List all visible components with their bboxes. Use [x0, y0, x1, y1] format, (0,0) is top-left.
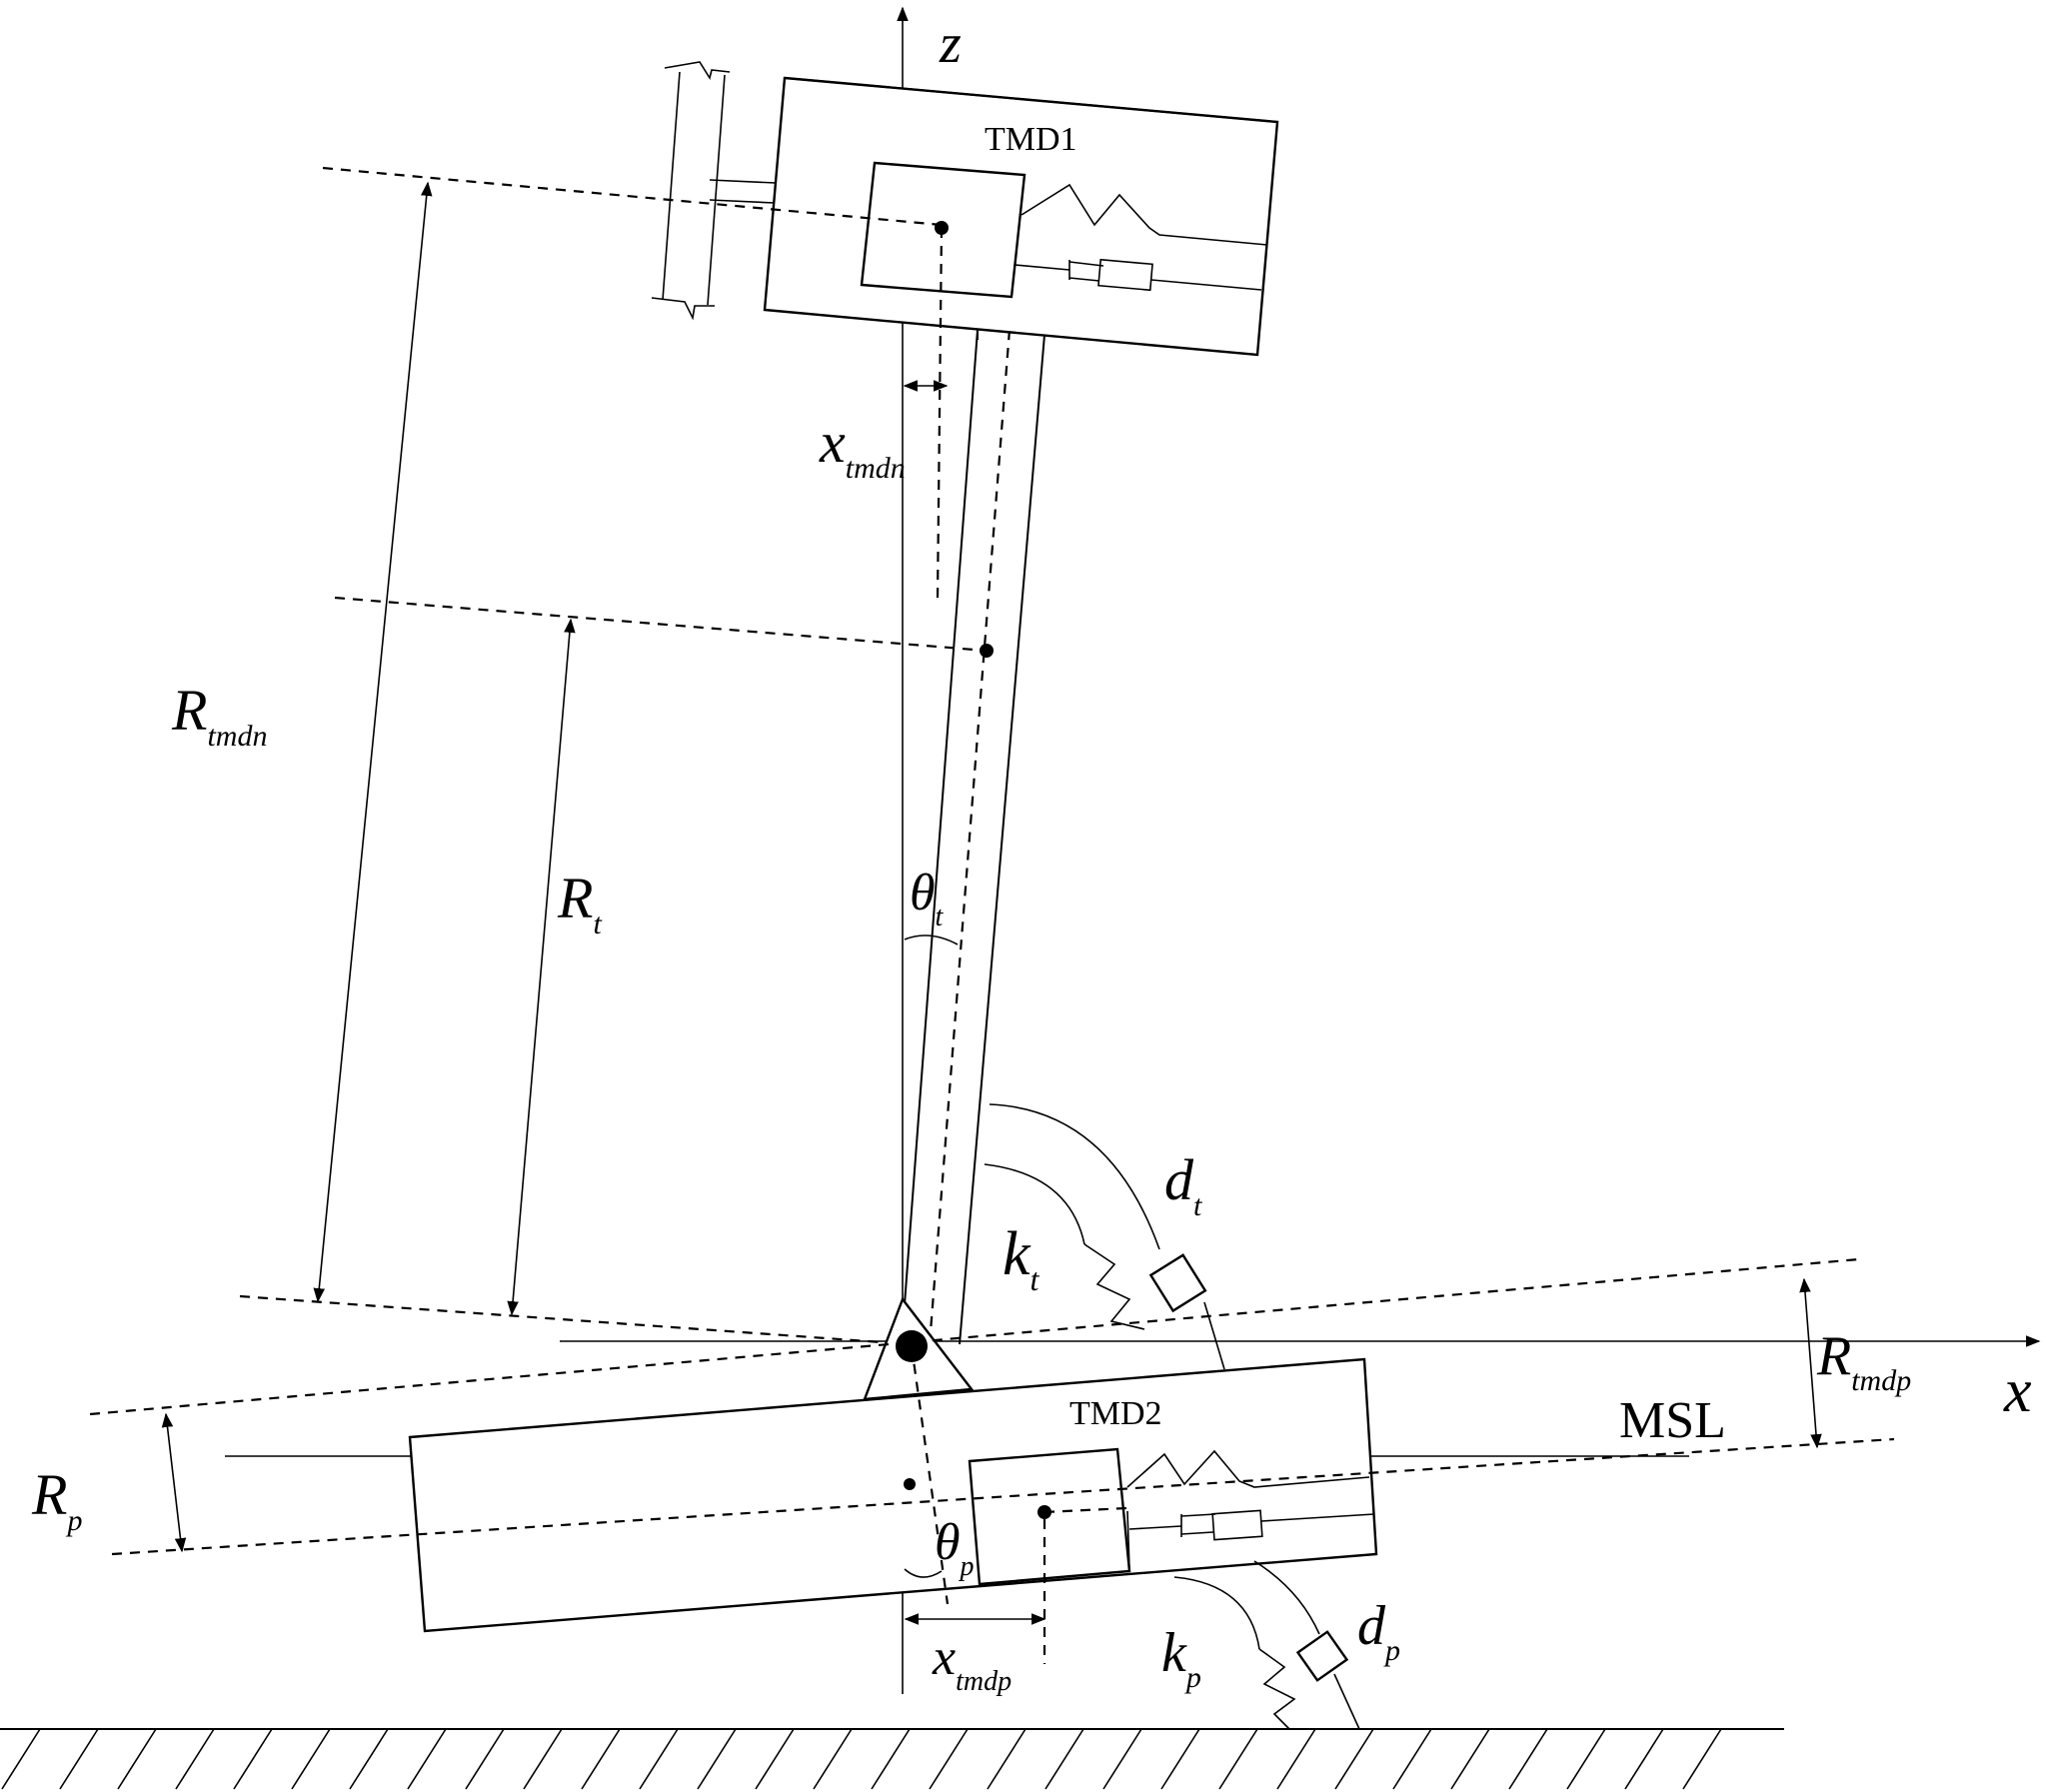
ground-hatch-mark	[175, 1728, 215, 1790]
ground-hatch-mark	[871, 1728, 911, 1790]
ground-hatch-mark	[1450, 1728, 1490, 1790]
seabed-ground	[0, 1728, 1784, 1790]
pivot-joint	[863, 1296, 975, 1401]
ground-hatch-mark	[1276, 1728, 1316, 1790]
tower-damper-dt	[989, 1103, 1225, 1370]
ground-hatch-mark	[639, 1728, 679, 1790]
tmd1-nacelle	[651, 61, 1279, 357]
ground-hatch-mark	[1392, 1728, 1432, 1790]
r-tmdn-arrow	[313, 181, 433, 1303]
theta-t-label: θt	[910, 865, 945, 932]
ground-hatch-mark	[117, 1728, 157, 1790]
tmd2-platform	[408, 1357, 1378, 1633]
ground-hatch-mark	[407, 1728, 447, 1790]
ground-hatch-mark	[1682, 1728, 1722, 1790]
ground-hatch-mark	[929, 1728, 969, 1790]
x-tmdp-label: xtmdp	[932, 1629, 1012, 1697]
ground-hatch-mark	[1624, 1728, 1664, 1790]
platform-damper-dp	[1253, 1560, 1360, 1730]
ground-hatch-mark	[697, 1728, 737, 1790]
x-tmdn-label: xtmdn	[819, 410, 906, 485]
ground-hatch-mark	[987, 1728, 1026, 1790]
ground-hatch-mark	[349, 1728, 389, 1790]
ground-hatch-mark	[1, 1728, 41, 1790]
tmd2-damper	[1128, 1509, 1375, 1541]
ground-hatch-mark	[755, 1728, 795, 1790]
tmd2-spring	[1126, 1449, 1370, 1488]
d-p-label: dp	[1357, 1595, 1400, 1667]
r-tmdn-label: Rtmdn	[171, 678, 267, 753]
tmd1-spring	[1021, 183, 1268, 246]
ground-hatch-mark	[813, 1728, 853, 1790]
tmd1-damper	[1014, 258, 1262, 292]
theta-t-arc	[904, 934, 959, 945]
r-p-arrow	[161, 1412, 187, 1553]
ground-hatch-mark	[1218, 1728, 1258, 1790]
ground-hatch-mark	[233, 1728, 273, 1790]
r-tmdp-arrow	[1799, 1277, 1822, 1449]
tmd2-mass-centre	[1037, 1505, 1051, 1519]
ground-hatch-mark	[59, 1728, 99, 1790]
tower-spring-kt	[984, 1163, 1145, 1330]
platform-mass-centre	[904, 1478, 916, 1490]
msl-label: MSL	[1619, 1392, 1726, 1449]
r-tmdp-label: Rtmdp	[1816, 1325, 1911, 1397]
k-p-label: kp	[1161, 1622, 1201, 1694]
ground-hatch-mark	[1044, 1728, 1084, 1790]
ground-hatch-mark	[1508, 1728, 1548, 1790]
z-axis-label: z	[939, 13, 962, 75]
platform-spring-kp	[1173, 1576, 1296, 1730]
tmd2-label: TMD2	[1069, 1395, 1162, 1432]
tmd1-label: TMD1	[985, 121, 1077, 158]
x-axis-label: x	[2003, 1357, 2032, 1425]
ground-hatch-mark	[523, 1728, 563, 1790]
theta-p-label: θp	[935, 1514, 975, 1582]
ground-hatch-mark	[291, 1728, 331, 1790]
ground-hatch-mark	[1566, 1728, 1606, 1790]
d-t-label: dt	[1164, 1147, 1202, 1222]
tower	[901, 329, 1045, 1345]
ground-hatch-mark	[1334, 1728, 1374, 1790]
r-p-label: Rp	[31, 1462, 82, 1537]
theta-p-arc	[904, 1568, 943, 1578]
rotor-blade	[651, 61, 731, 321]
ground-hatch-mark	[1102, 1728, 1142, 1790]
ground-hatch-mark	[1160, 1728, 1200, 1790]
r-t-arrow	[507, 618, 576, 1316]
k-t-label: kt	[1003, 1220, 1040, 1297]
r-t-label: Rt	[557, 866, 602, 940]
ground-hatch-mark	[465, 1728, 505, 1790]
ground-hatch-mark	[581, 1728, 621, 1790]
